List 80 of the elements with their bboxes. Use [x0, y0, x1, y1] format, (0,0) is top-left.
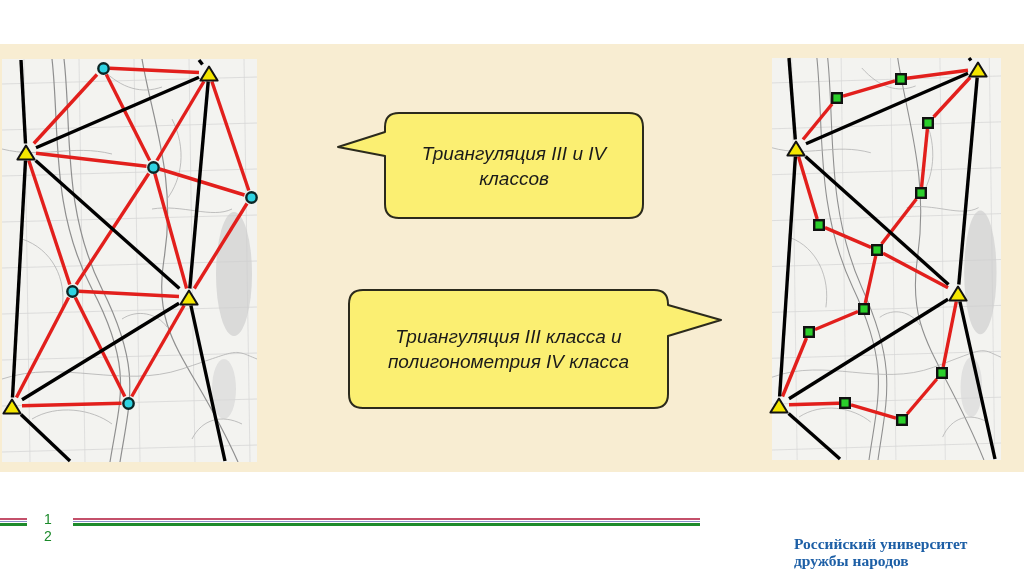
connecting-line — [967, 56, 973, 62]
connecting-line — [801, 102, 834, 141]
connecting-line — [78, 289, 180, 299]
connecting-line — [19, 59, 28, 144]
square-point-icon — [813, 219, 825, 231]
square-point-icon — [839, 397, 851, 409]
connecting-line — [153, 173, 189, 289]
university-name: Российский университет дружбы народов — [794, 535, 969, 569]
connecting-line — [805, 71, 969, 146]
square-point-icon — [895, 73, 907, 85]
circle-point-icon — [96, 61, 110, 75]
connecting-line — [10, 160, 28, 398]
connecting-line — [74, 172, 151, 286]
square-point-icon — [936, 367, 948, 379]
connecting-line — [27, 159, 72, 286]
connecting-line — [34, 159, 181, 290]
connecting-line — [905, 377, 939, 416]
connecting-line — [197, 58, 204, 66]
connecting-line — [804, 155, 950, 286]
connecting-line — [863, 255, 878, 304]
connecting-line — [19, 413, 72, 463]
connecting-line — [104, 73, 152, 162]
triangle-point-icon — [968, 60, 988, 78]
page-number: 1 2 — [43, 511, 53, 545]
connecting-line — [957, 77, 979, 285]
square-point-icon — [896, 414, 908, 426]
speech-bubble — [336, 111, 646, 221]
connecting-line — [210, 80, 251, 192]
connecting-line — [941, 301, 958, 368]
connecting-line — [130, 304, 186, 398]
square-point-icon — [831, 92, 843, 104]
connecting-line — [73, 296, 127, 398]
connecting-line — [21, 401, 122, 408]
connecting-line — [842, 79, 896, 98]
connecting-line — [958, 301, 997, 460]
triangle-point-icon — [16, 143, 36, 161]
circle-point-icon — [146, 160, 160, 174]
connecting-line — [192, 202, 249, 290]
connecting-line — [824, 226, 872, 249]
square-point-icon — [858, 303, 870, 315]
connecting-line — [32, 73, 99, 145]
connecting-line — [880, 197, 918, 246]
connecting-line — [788, 401, 840, 407]
triangle-point-icon — [2, 397, 22, 415]
circle-point-icon — [65, 284, 79, 298]
triangle-point-icon — [769, 396, 789, 414]
square-point-icon — [871, 244, 883, 256]
connecting-line — [109, 66, 200, 75]
square-point-icon — [803, 326, 815, 338]
connecting-line — [14, 296, 71, 399]
callout-text: Триангуляция III и IV классов — [420, 141, 609, 191]
connecting-line — [155, 80, 206, 162]
connecting-line — [21, 301, 180, 402]
triangle-point-icon — [786, 139, 806, 157]
connecting-line — [35, 75, 200, 150]
triangle-point-icon — [179, 288, 199, 306]
connecting-line — [788, 297, 949, 401]
callout-text: Триангуляция III класса и полигонометрия IV класса — [386, 325, 631, 374]
connecting-line — [780, 337, 809, 398]
connecting-line — [919, 128, 930, 188]
circle-point-icon — [121, 396, 135, 410]
triangle-point-icon — [948, 284, 968, 302]
connecting-line — [814, 309, 859, 332]
speech-bubble — [347, 288, 724, 410]
square-point-icon — [915, 187, 927, 199]
circle-point-icon — [244, 190, 258, 204]
connecting-line — [787, 412, 842, 461]
connecting-line — [777, 156, 798, 397]
connecting-line — [932, 76, 972, 119]
connecting-line — [906, 68, 969, 80]
connecting-line — [159, 167, 245, 197]
connecting-line — [188, 81, 210, 289]
triangle-point-icon — [199, 64, 219, 82]
connecting-line — [787, 57, 797, 140]
connecting-line — [850, 403, 897, 420]
square-point-icon — [922, 117, 934, 129]
connecting-line — [189, 305, 227, 462]
connecting-line — [882, 251, 949, 290]
connecting-line — [35, 151, 147, 168]
connecting-line — [796, 156, 819, 220]
